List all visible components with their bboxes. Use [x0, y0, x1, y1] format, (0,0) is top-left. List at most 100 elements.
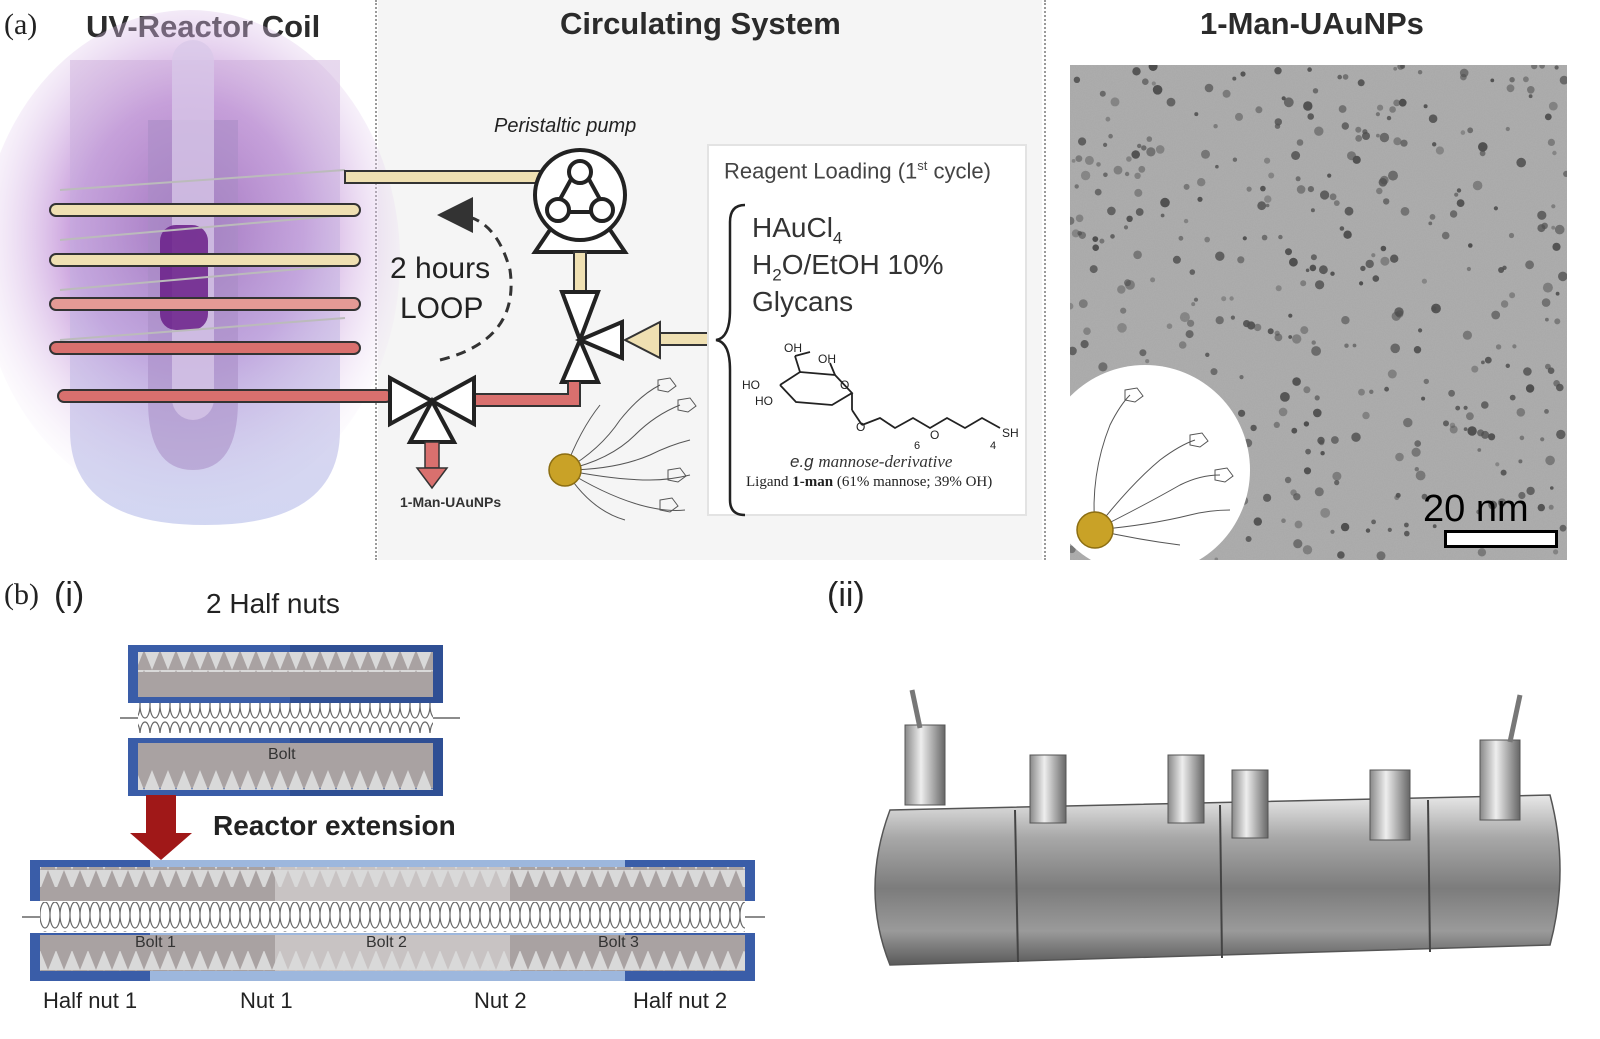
gold-nanoparticle-diagram: [548, 377, 697, 521]
tem-particle: [1542, 282, 1553, 293]
tem-particle: [1380, 256, 1390, 266]
tem-particle: [1421, 278, 1427, 284]
tem-particle: [1238, 409, 1246, 417]
tem-particle: [1413, 346, 1422, 354]
tem-particle: [1547, 138, 1555, 146]
mannose-structure: [779, 351, 1001, 430]
tem-particle: [1477, 448, 1482, 452]
tem-particle: [1278, 234, 1283, 240]
tem-particle: [1232, 76, 1237, 81]
tem-particle: [1344, 343, 1349, 348]
haucl4-text: HAuCl: [752, 212, 833, 243]
tem-particle: [1481, 360, 1485, 365]
tem-particle: [1548, 101, 1558, 111]
bolt-label: Bolt: [268, 746, 296, 763]
circulating-title: Circulating System: [560, 6, 841, 41]
tem-particle: [1330, 271, 1335, 276]
tem-particle: [1411, 447, 1421, 457]
ring-oxygen-label: O: [840, 378, 850, 392]
tem-particle: [1395, 310, 1404, 318]
tem-particle: [1071, 229, 1080, 238]
tem-particle: [1423, 378, 1429, 385]
tem-particle: [1394, 307, 1404, 317]
ho-label-2: HO: [755, 394, 773, 408]
tem-particle: [1365, 259, 1374, 269]
tem-particle: [1096, 162, 1101, 167]
tem-particle: [1337, 551, 1345, 559]
tem-particle: [1355, 135, 1363, 142]
tem-particle: [1293, 539, 1303, 549]
tem-particle: [1393, 137, 1402, 146]
tem-particle: [1307, 113, 1314, 120]
tem-particle: [1508, 232, 1515, 239]
tem-particle: [1525, 384, 1535, 393]
tem-particle: [1551, 225, 1556, 230]
tem-particle: [1332, 471, 1342, 481]
tem-particle: [1463, 427, 1468, 431]
tem-particle: [1078, 299, 1088, 308]
half-nut-1-label: Half nut 1: [43, 988, 138, 1013]
tem-particle: [1449, 422, 1456, 428]
tem-particle: [1320, 190, 1330, 200]
tem-particle: [1555, 291, 1560, 296]
tem-particle: [1559, 524, 1567, 532]
tem-particle: [1338, 105, 1347, 113]
tem-particle: [1516, 157, 1526, 168]
tem-particle: [1255, 106, 1263, 114]
ligand-prefix: Ligand: [746, 474, 793, 490]
tem-particle: [1289, 257, 1298, 267]
tem-particle: [1380, 175, 1389, 185]
tem-particle: [1303, 386, 1311, 394]
tem-particle: [1253, 517, 1262, 526]
reagent-title-sup: st: [917, 158, 928, 173]
reagent-title-end: cycle): [927, 158, 991, 184]
tem-particle: [1108, 133, 1113, 139]
tem-particle: [1497, 498, 1507, 507]
tem-particle: [1311, 340, 1316, 345]
tem-particle: [1194, 112, 1199, 117]
tem-particle: [1400, 207, 1410, 216]
tem-particle: [1280, 392, 1290, 402]
tem-particle: [1260, 185, 1266, 192]
tem-particle: [1189, 269, 1196, 275]
tem-particle: [1460, 130, 1466, 135]
tem-particle: [1300, 326, 1309, 335]
tem-particle: [1296, 185, 1306, 194]
oxygen-label-1: O: [856, 420, 866, 434]
tem-particle: [1123, 225, 1129, 230]
tem-particle: [1481, 430, 1490, 439]
tem-particle: [1221, 296, 1227, 302]
tem-particle: [1463, 405, 1468, 410]
tem-particle: [1215, 251, 1225, 261]
tem-particle: [1150, 277, 1156, 283]
tem-particle: [1537, 503, 1545, 512]
tem-particle: [1468, 243, 1473, 248]
tem-particle: [1343, 230, 1352, 239]
reactor-extension-diagram: [22, 645, 765, 981]
water-sub: 2: [772, 265, 782, 285]
tem-particle: [1307, 67, 1312, 72]
reagent-box: [707, 144, 1027, 516]
scale-bar: [1444, 530, 1558, 548]
tem-particle: [1300, 280, 1307, 287]
tem-particle: [1146, 136, 1153, 142]
tem-particle: [1261, 234, 1268, 241]
tem-particle: [1094, 188, 1102, 196]
tem-particle: [1527, 86, 1535, 94]
tem-particle: [1281, 96, 1286, 101]
tem-particle: [1505, 126, 1510, 132]
tem-particle: [1083, 327, 1091, 336]
tem-particle: [1540, 437, 1545, 442]
tem-particle: [1455, 405, 1461, 411]
tem-particle: [1545, 317, 1549, 322]
tem-particle: [1449, 425, 1458, 434]
nut-2-label: Nut 2: [474, 988, 527, 1013]
tem-particle: [1126, 215, 1133, 222]
tem-particle: [1404, 522, 1409, 528]
oh-label-1: OH: [784, 341, 802, 355]
tem-particle: [1288, 335, 1293, 339]
tem-particle: [1160, 197, 1170, 208]
tem-particle: [1478, 142, 1488, 152]
tem-particle: [1213, 124, 1218, 129]
tem-particle: [1274, 123, 1281, 129]
